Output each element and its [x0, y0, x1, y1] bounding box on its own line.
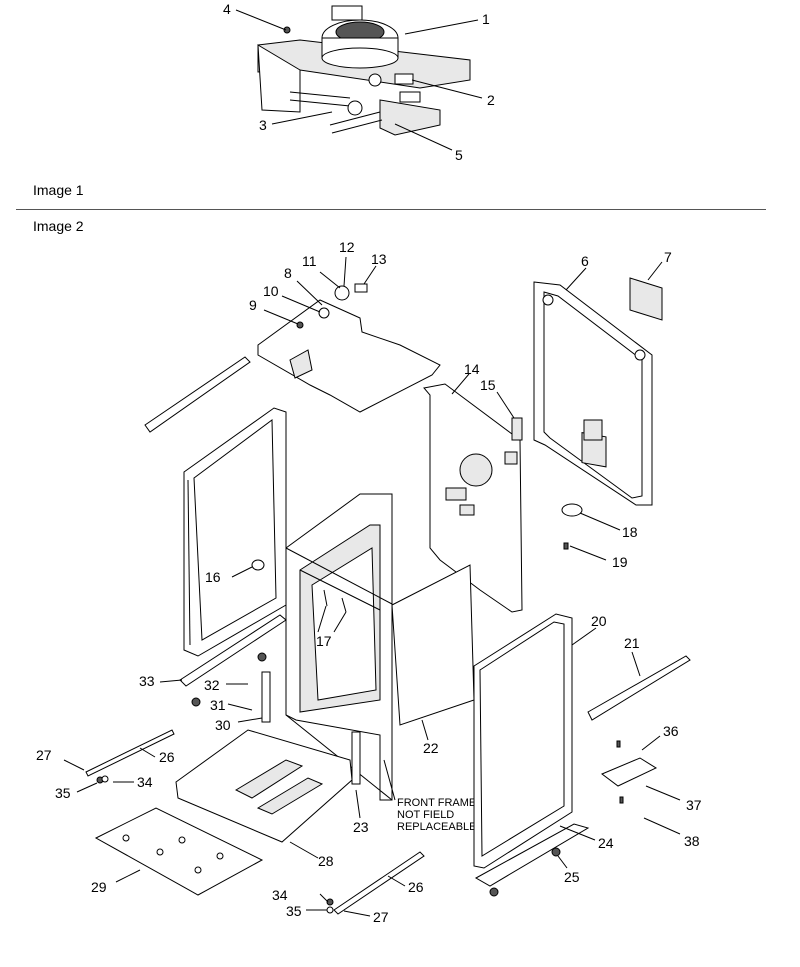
callout-18: 18 [622, 524, 638, 540]
callout-5: 5 [455, 147, 463, 163]
callout-27-bottom: 27 [373, 909, 389, 925]
callout-2: 2 [487, 92, 495, 108]
callout-3: 3 [259, 117, 267, 133]
note-line-1: FRONT FRAME [397, 797, 476, 809]
top-panel [257, 256, 441, 413]
callout-23: 23 [353, 819, 369, 835]
callout-7: 7 [664, 249, 672, 265]
callout-15: 15 [480, 377, 496, 393]
callout-24: 24 [598, 835, 614, 851]
callout-17: 17 [316, 633, 332, 649]
left-bottom-strip [63, 729, 175, 793]
callout-30: 30 [215, 717, 231, 733]
rear-cover [533, 261, 663, 506]
callout-28: 28 [318, 853, 334, 869]
callout-12: 12 [339, 239, 355, 255]
callout-4: 4 [223, 1, 231, 17]
callout-31: 31 [210, 697, 226, 713]
callout-19: 19 [612, 554, 628, 570]
front-frame-note: FRONT FRAME NOT FIELD REPLACEABLE [383, 759, 476, 833]
callout-10: 10 [263, 283, 279, 299]
callout-21: 21 [624, 635, 640, 651]
section-divider [16, 209, 766, 210]
right-side-panel [473, 613, 597, 869]
callout-34-bottom: 34 [272, 887, 288, 903]
bottom-rail-right [474, 823, 596, 897]
callout-9: 9 [249, 297, 257, 313]
callout-35-bottom: 35 [286, 903, 302, 919]
image1-caption: Image 1 [33, 182, 84, 198]
left-rail-and-brackets [159, 614, 361, 819]
callout-20: 20 [591, 613, 607, 629]
callout-25: 25 [564, 869, 580, 885]
callout-22: 22 [423, 740, 439, 756]
callout-11: 11 [302, 253, 317, 269]
callout-13: 13 [371, 251, 387, 267]
callout-1: 1 [482, 11, 490, 27]
image2-caption: Image 2 [33, 218, 84, 234]
image1-assembly [235, 5, 483, 151]
top-trim-strip [144, 356, 251, 433]
bracket-and-pin [561, 503, 621, 561]
callout-26-bottom: 26 [408, 879, 424, 895]
callout-29: 29 [91, 879, 107, 895]
callout-32: 32 [204, 677, 220, 693]
callout-33: 33 [139, 673, 155, 689]
callout-37: 37 [686, 797, 702, 813]
note-line-3: REPLACEABLE [397, 821, 476, 833]
cabinet-frame [285, 493, 475, 801]
right-trim-strip [587, 651, 691, 721]
hinge-bracket [601, 735, 681, 835]
left-side-panel [183, 407, 287, 657]
bottom-plate [94, 807, 264, 896]
callout-14: 14 [464, 361, 480, 377]
callout-27-left: 27 [36, 747, 52, 763]
base-pan [175, 729, 353, 859]
callout-8: 8 [284, 265, 292, 281]
note-line-2: NOT FIELD [397, 809, 454, 821]
callout-16: 16 [205, 569, 221, 585]
callout-35-left: 35 [55, 785, 71, 801]
callout-36: 36 [663, 723, 679, 739]
callout-38: 38 [684, 833, 700, 849]
callout-34-left: 34 [137, 774, 153, 790]
callout-26-left: 26 [159, 749, 175, 765]
callout-6: 6 [581, 253, 589, 269]
back-panel [423, 373, 523, 613]
bottom-center-strip [306, 851, 425, 917]
